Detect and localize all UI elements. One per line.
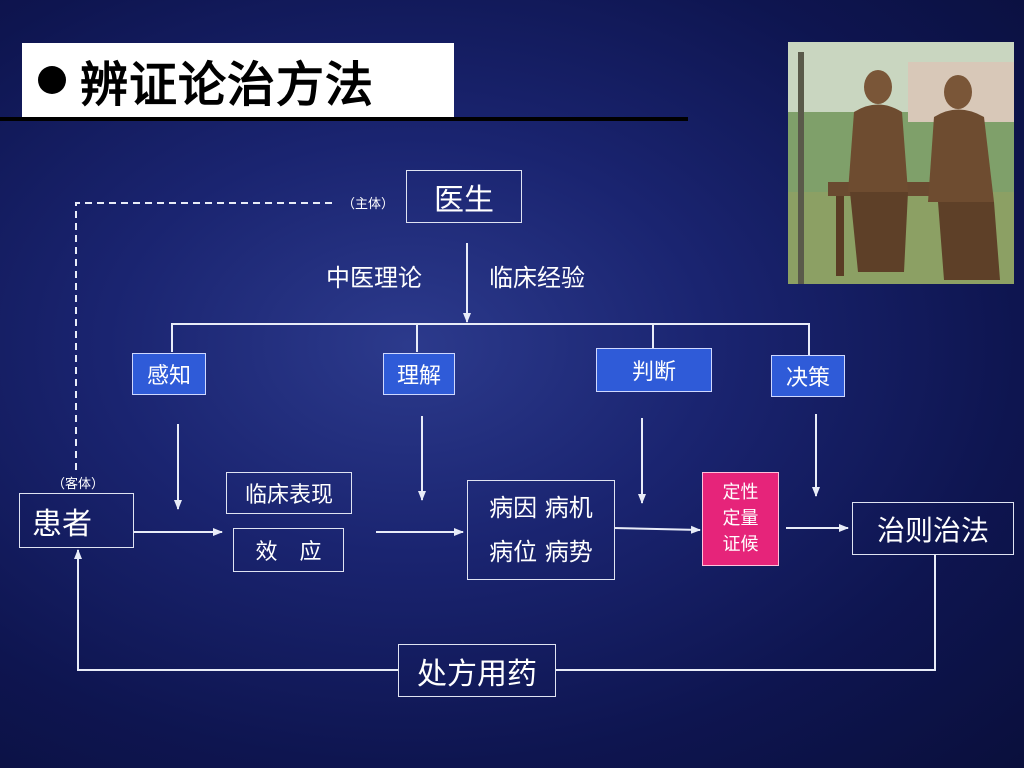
- stage-decide: 决策: [771, 355, 845, 397]
- principle-box: 治则治法: [852, 502, 1014, 555]
- stage-judge-label: 判断: [631, 360, 676, 385]
- experience-label: 临床经验: [489, 264, 585, 292]
- doctor-box: 医生: [406, 170, 522, 223]
- stage-perceive-label: 感知: [146, 364, 191, 389]
- prescription-box: 处方用药: [398, 644, 556, 697]
- doctor-label: 医生: [434, 182, 494, 218]
- effect-label: 效 应: [255, 540, 322, 565]
- stage-decide-label: 决策: [785, 366, 830, 391]
- patient-box: 患者: [19, 493, 134, 548]
- doctor-role-label: （主体）: [342, 197, 395, 212]
- syndrome-line3: 证候: [722, 534, 759, 555]
- effect-box: 效 应: [233, 528, 344, 572]
- bullet-icon: [38, 66, 66, 94]
- pathogenesis-box: 病因 病机 病位 病势: [467, 480, 615, 580]
- page-title: 辨证论治方法: [80, 57, 375, 113]
- prescription-label: 处方用药: [417, 656, 537, 692]
- principle-label: 治则治法: [876, 513, 989, 547]
- clinical-box: 临床表现: [226, 472, 352, 514]
- stage-understand-label: 理解: [396, 364, 441, 389]
- theory-label: 中医理论: [326, 264, 422, 292]
- pathogenesis-line2: 病位 病势: [489, 538, 593, 566]
- stage-understand: 理解: [383, 353, 455, 395]
- syndrome-box: 定性 定量 证候: [702, 472, 779, 566]
- syndrome-line2: 定量: [722, 508, 759, 529]
- patient-label: 患者: [32, 506, 92, 542]
- title-underline: [0, 117, 688, 121]
- patient-role-label: （客体）: [52, 477, 105, 492]
- stage-judge: 判断: [596, 348, 712, 392]
- stage-perceive: 感知: [132, 353, 206, 395]
- pathogenesis-line1: 病因 病机: [489, 494, 593, 522]
- statue-photo: [788, 42, 1014, 284]
- syndrome-line1: 定性: [722, 482, 759, 503]
- title-bar: 辨证论治方法: [22, 43, 454, 117]
- clinical-label: 临床表现: [244, 483, 333, 508]
